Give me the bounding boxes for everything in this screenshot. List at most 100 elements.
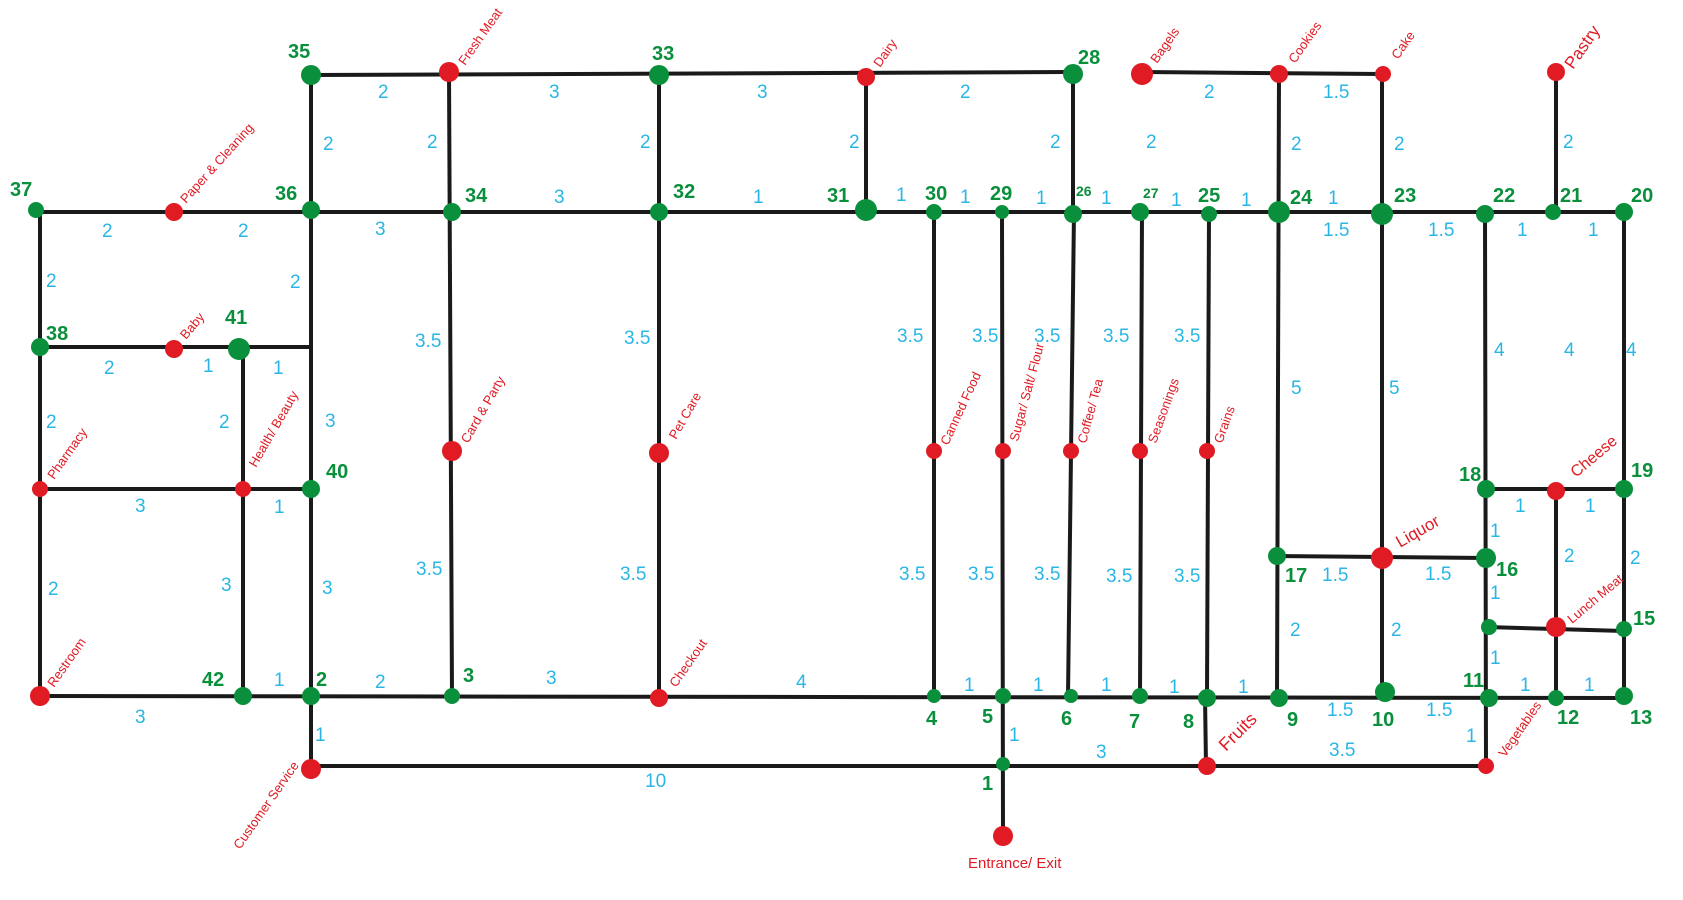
weight: 2 bbox=[640, 132, 651, 153]
id-37: 37 bbox=[10, 179, 32, 201]
weight: 1 bbox=[1584, 675, 1595, 696]
label-fresh-meat: Fresh Meat bbox=[455, 5, 505, 68]
weight: 1 bbox=[1490, 648, 1501, 669]
weight: 3 bbox=[757, 82, 768, 103]
weight: 3 bbox=[322, 578, 333, 599]
id-15: 15 bbox=[1633, 608, 1655, 630]
dep-health bbox=[235, 481, 251, 497]
dep-liquor bbox=[1371, 547, 1393, 569]
label-customer: Customer Service bbox=[230, 758, 302, 851]
id-31: 31 bbox=[827, 185, 849, 207]
weight: 3 bbox=[546, 668, 557, 689]
weight: 1 bbox=[274, 670, 285, 691]
id-13: 13 bbox=[1630, 707, 1652, 729]
weight: 1 bbox=[1588, 220, 1599, 241]
edge bbox=[447, 70, 454, 698]
weight: 5 bbox=[1389, 378, 1400, 399]
label-seasonings: Seasonings bbox=[1145, 376, 1183, 445]
label-vegetables: Vegetables bbox=[1495, 698, 1544, 760]
weight: 1 bbox=[315, 725, 326, 746]
weight: 1 bbox=[1517, 220, 1528, 241]
intersection-nodes bbox=[28, 64, 1633, 771]
weight: 3 bbox=[135, 707, 146, 728]
weight: 4 bbox=[1564, 340, 1575, 361]
dep-coffee bbox=[1063, 443, 1079, 459]
department-labels: Fresh Meat Dairy Bagels Cookies Cake Pas… bbox=[44, 5, 1626, 872]
label-bagels: Bagels bbox=[1147, 24, 1182, 66]
node-32 bbox=[650, 203, 668, 221]
edge bbox=[1000, 210, 1005, 838]
node-12 bbox=[1548, 690, 1564, 706]
weight: 1 bbox=[1328, 188, 1339, 209]
weight: 3.5 bbox=[968, 564, 994, 585]
label-pastry: Pastry bbox=[1561, 22, 1604, 73]
dep-entrance bbox=[993, 826, 1013, 846]
weight: 3.5 bbox=[416, 559, 442, 580]
weight: 3.5 bbox=[624, 328, 650, 349]
id-6: 6 bbox=[1061, 708, 1072, 730]
dep-fresh-meat bbox=[439, 62, 459, 82]
dep-bagels bbox=[1131, 63, 1153, 85]
dep-cheese bbox=[1547, 482, 1565, 500]
node-36 bbox=[302, 201, 320, 219]
id-21: 21 bbox=[1560, 185, 1582, 207]
node-42 bbox=[234, 687, 252, 705]
label-pharmacy: Pharmacy bbox=[44, 425, 90, 482]
node-28 bbox=[1063, 64, 1083, 84]
weight: 5 bbox=[1291, 378, 1302, 399]
weight: 2 bbox=[104, 358, 115, 379]
weight: 2 bbox=[219, 412, 230, 433]
id-28: 28 bbox=[1078, 47, 1100, 69]
weight: 3.5 bbox=[972, 326, 998, 347]
department-nodes bbox=[30, 62, 1566, 846]
dep-vegetables bbox=[1478, 758, 1494, 774]
node-41 bbox=[228, 338, 250, 360]
weight: 3 bbox=[375, 219, 386, 240]
label-sugar: Sugar/ Salt/ Flour bbox=[1006, 341, 1047, 443]
id-10: 10 bbox=[1372, 709, 1394, 731]
node-1 bbox=[996, 757, 1010, 771]
node-17 bbox=[1268, 547, 1286, 565]
node-35 bbox=[301, 65, 321, 85]
weight: 3 bbox=[221, 575, 232, 596]
node-2 bbox=[302, 687, 320, 705]
dep-dairy bbox=[857, 68, 875, 86]
edge bbox=[1275, 70, 1281, 698]
id-7: 7 bbox=[1129, 711, 1140, 733]
id-36: 36 bbox=[275, 183, 297, 205]
dep-baby bbox=[165, 340, 183, 358]
edge bbox=[1138, 70, 1384, 76]
edge bbox=[309, 70, 1070, 77]
weight: 1 bbox=[1520, 675, 1531, 696]
weight: 1 bbox=[1238, 677, 1249, 698]
weight: 1 bbox=[1241, 190, 1252, 211]
id-8: 8 bbox=[1183, 711, 1194, 733]
node-23 bbox=[1371, 203, 1393, 225]
weight: 2 bbox=[960, 82, 971, 103]
label-card: Card & Party bbox=[458, 373, 508, 445]
id-22: 22 bbox=[1493, 185, 1515, 207]
node-37 bbox=[28, 202, 44, 218]
dep-customer bbox=[301, 759, 321, 779]
node-3 bbox=[444, 688, 460, 704]
dep-pet bbox=[649, 443, 669, 463]
id-24: 24 bbox=[1290, 187, 1313, 209]
node-20 bbox=[1615, 203, 1633, 221]
node-9 bbox=[1270, 689, 1288, 707]
dep-cake bbox=[1375, 66, 1391, 82]
dep-pharmacy bbox=[32, 481, 48, 497]
id-38: 38 bbox=[46, 323, 68, 345]
weight: 3.5 bbox=[620, 564, 646, 585]
id-26: 27 bbox=[1143, 185, 1159, 201]
node-13 bbox=[1615, 687, 1633, 705]
label-canned: Canned Food bbox=[937, 370, 984, 448]
id-34: 34 bbox=[465, 185, 488, 207]
weight: 1 bbox=[1490, 521, 1501, 542]
weight: 1.5 bbox=[1426, 700, 1452, 721]
node-25 bbox=[1201, 206, 1217, 222]
label-restroom: Restroom bbox=[44, 635, 89, 690]
id-2: 2 bbox=[316, 669, 327, 691]
weight: 3 bbox=[1096, 742, 1107, 763]
weight: 2 bbox=[378, 82, 389, 103]
